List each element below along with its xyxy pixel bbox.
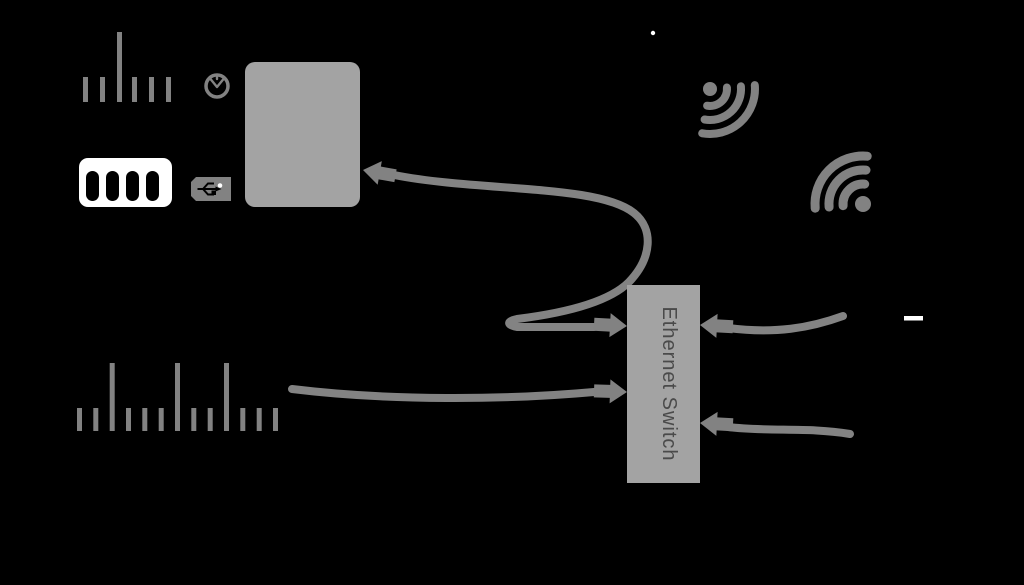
terminal-slot [86, 171, 99, 201]
comb-antenna-icon [83, 32, 171, 102]
connector-arrow-icon [363, 161, 397, 185]
cable-switch-right-bottom [724, 423, 854, 438]
cable-device-to-switch [390, 171, 652, 331]
wifi-signal-icon [810, 151, 872, 213]
connector-arrow-icon [593, 313, 627, 338]
ethernet-switch-label: Ethernet Switch [658, 306, 680, 461]
terminal-slot [146, 171, 159, 201]
cable-antenna-to-switch [288, 385, 598, 402]
connector-arrow-icon [593, 379, 627, 404]
ethernet-switch-box [627, 285, 700, 483]
cables [288, 171, 854, 438]
cable-connectors [363, 161, 734, 436]
connector-arrow-icon [700, 313, 734, 338]
cable-switch-right-top [724, 312, 847, 335]
wifi-signal-icon [698, 81, 759, 138]
connector-arrow-icon [700, 411, 734, 436]
white-dash-marker [904, 316, 923, 321]
usb-plug-icon [191, 177, 231, 201]
usb-dot [217, 183, 223, 188]
clock-icon [204, 73, 230, 99]
white-dot-marker [650, 30, 656, 36]
device-box [245, 62, 360, 207]
terminal-slot [126, 171, 139, 201]
comb-antenna-icon [77, 363, 278, 431]
terminal-slot [106, 171, 119, 201]
ethernet-switch: Ethernet Switch [627, 285, 700, 483]
terminal-block-icon [79, 158, 172, 207]
